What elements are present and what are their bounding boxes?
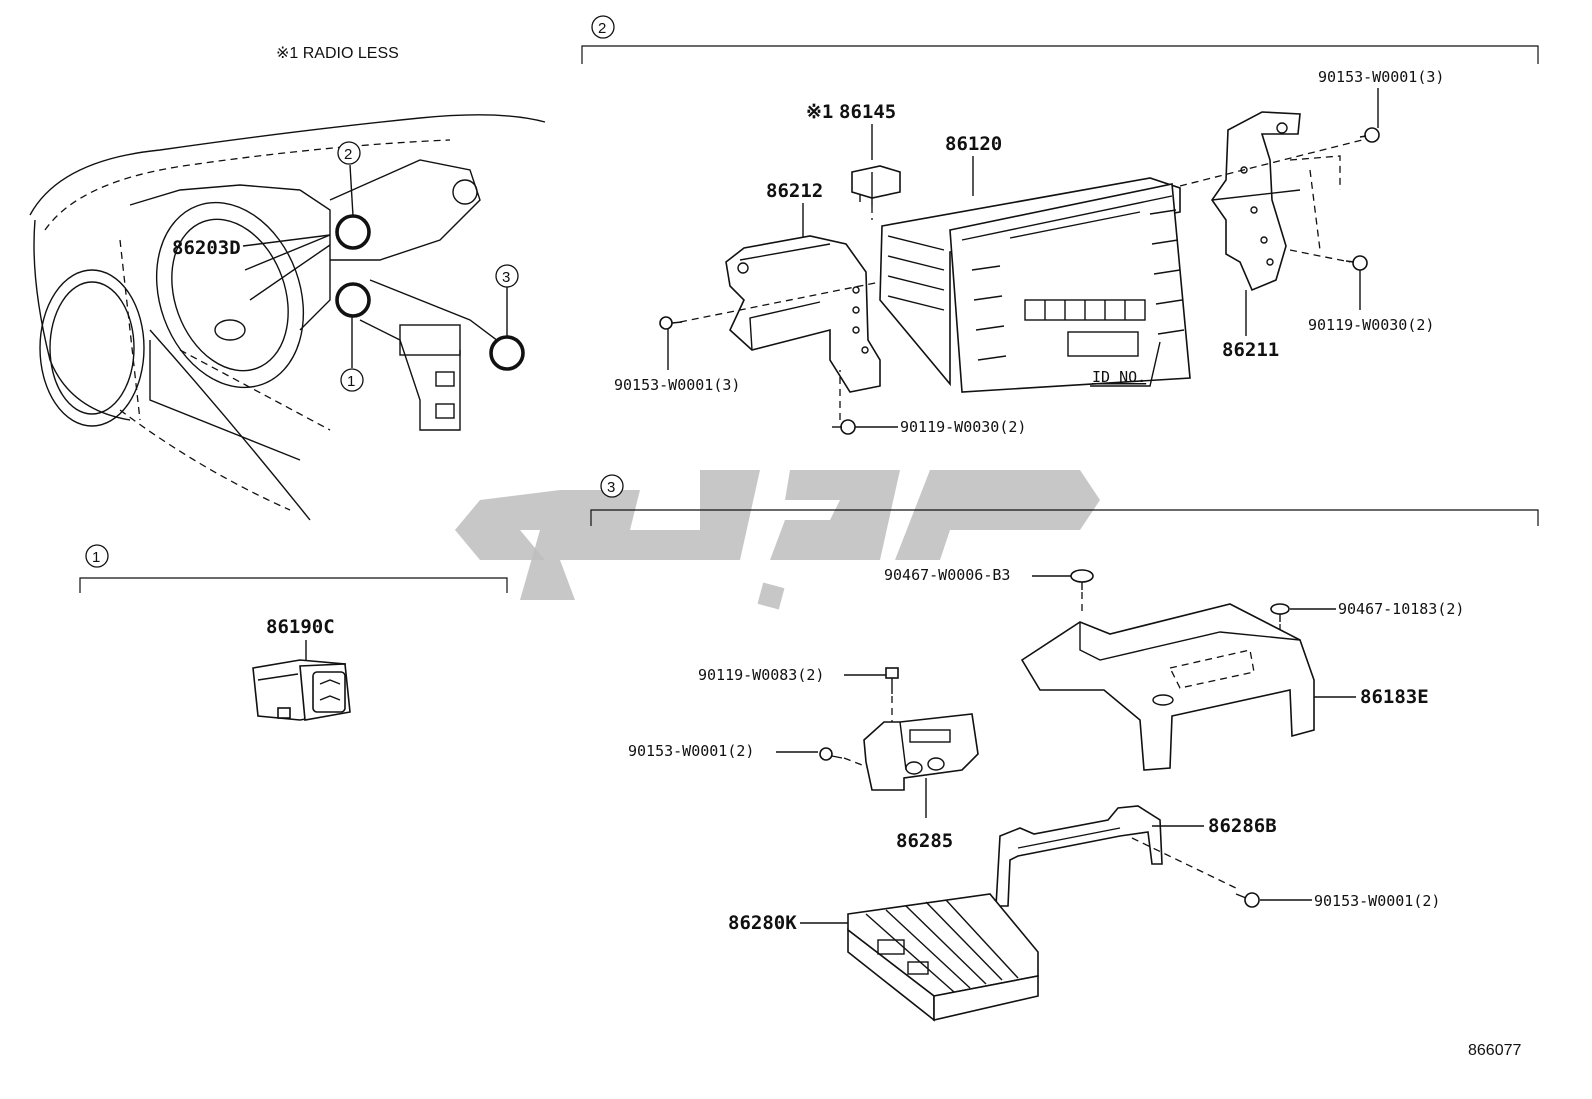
bracket-86285 xyxy=(863,713,979,791)
callout-86285: 86285 xyxy=(896,830,953,852)
watermark-logo xyxy=(455,470,1100,610)
assembly-line xyxy=(1179,137,1371,187)
location-marker-2-label: 2 xyxy=(344,146,352,163)
callout-90153-sec3-right: 90153-W0001(2) xyxy=(1314,892,1440,910)
section-2-bracket xyxy=(581,45,1539,64)
section-marker-1-label: 1 xyxy=(92,549,100,566)
screw-90153-left xyxy=(659,316,683,330)
location-marker-2 xyxy=(337,141,361,165)
callout-86145: 86145 xyxy=(839,101,896,123)
callout-90119-right: 90119-W0030(2) xyxy=(1308,316,1434,334)
callout-86203D: 86203D xyxy=(172,237,241,259)
callout-90467-B3: 90467-W0006-B3 xyxy=(884,566,1010,584)
callout-90119-W0083: 90119-W0083(2) xyxy=(698,666,824,684)
assembly-line xyxy=(1289,249,1351,263)
callout-90153-left: 90153-W0001(3) xyxy=(614,376,740,394)
callout-90119-bottom: 90119-W0030(2) xyxy=(900,418,1026,436)
callout-86280K: 86280K xyxy=(728,912,797,934)
callout-86211: 86211 xyxy=(1222,339,1279,361)
section-3-bracket xyxy=(590,509,1539,526)
callout-90153-sec3-left: 90153-W0001(2) xyxy=(628,742,754,760)
screw-90119-W0083 xyxy=(885,667,899,694)
callout-86145-prefix: ※1 xyxy=(806,101,833,123)
switch-icon xyxy=(252,659,351,721)
callout-86286B: 86286B xyxy=(1208,815,1277,837)
screw-90153-top-right xyxy=(1359,127,1380,143)
location-marker-1-label: 1 xyxy=(347,373,355,390)
bracket-86212 xyxy=(725,235,881,393)
location-marker-1 xyxy=(340,368,364,392)
screw-90153-sec3-right xyxy=(1235,892,1260,908)
clip-90467-10183 xyxy=(1270,603,1290,622)
section-marker-3 xyxy=(600,474,624,498)
callout-86190C: 86190C xyxy=(266,616,335,638)
callout-86120: 86120 xyxy=(945,133,1002,155)
section-marker-2 xyxy=(591,15,615,39)
location-marker-3-label: 3 xyxy=(502,269,510,286)
section-marker-1 xyxy=(85,544,109,568)
assembly-line xyxy=(679,281,881,323)
radio-less-note: ※1 RADIO LESS xyxy=(276,45,399,62)
car-interior-illustration xyxy=(29,114,546,521)
screw-90119-right xyxy=(1345,255,1368,271)
amplifier-86280K xyxy=(847,893,1039,1022)
section-1-bracket xyxy=(79,577,508,593)
id-no-leader xyxy=(1090,341,1161,387)
callout-90153-top-right: 90153-W0001(3) xyxy=(1318,68,1444,86)
relay-86145 xyxy=(851,165,901,206)
figure-number: 866077 xyxy=(1468,1042,1521,1059)
bracket-86211 xyxy=(1211,111,1301,292)
section-marker-3-label: 3 xyxy=(607,479,615,496)
assembly-line xyxy=(1309,169,1321,251)
screw-90119-bottom xyxy=(832,419,856,435)
callout-86183E: 86183E xyxy=(1360,686,1429,708)
callout-id-no: ID NO. xyxy=(1092,368,1146,386)
callout-86212: 86212 xyxy=(766,180,823,202)
callout-90467-10183: 90467-10183(2) xyxy=(1338,600,1464,618)
assembly-line xyxy=(1289,155,1341,190)
location-marker-3 xyxy=(495,264,519,288)
section-marker-2-label: 2 xyxy=(598,20,606,37)
clip-90467-B3 xyxy=(1070,569,1094,590)
cover-86183E xyxy=(1020,603,1315,771)
head-unit-86120 xyxy=(879,177,1191,393)
bracket-86286B xyxy=(995,805,1163,907)
screw-90153-sec3-left xyxy=(819,747,843,761)
